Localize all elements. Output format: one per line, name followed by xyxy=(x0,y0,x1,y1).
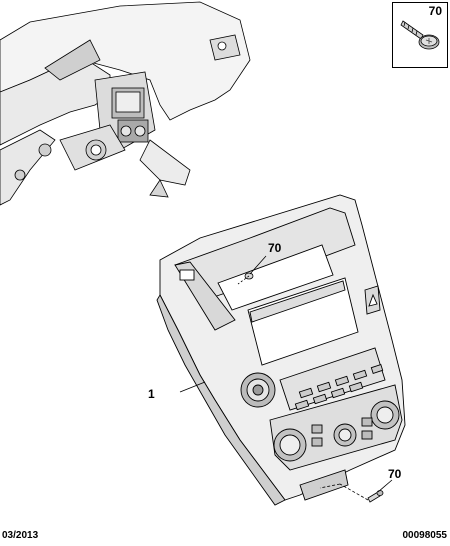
screw-upper xyxy=(237,272,254,285)
screw-inset-box: 70 xyxy=(392,2,448,68)
screw-icon xyxy=(400,20,440,50)
callout-console-panel: 1 xyxy=(148,387,155,401)
footer-reference: 00098055 xyxy=(402,530,448,541)
screw-lower xyxy=(319,483,384,503)
dashboard-overview xyxy=(0,1,251,206)
callout-lower-screw: 70 xyxy=(388,467,402,481)
footer-date: 03/2013 xyxy=(2,530,39,541)
callout-inset: 70 xyxy=(428,4,442,18)
leader-lines xyxy=(179,255,393,493)
callout-upper-screw: 70 xyxy=(268,241,282,255)
console-panel xyxy=(156,194,406,506)
